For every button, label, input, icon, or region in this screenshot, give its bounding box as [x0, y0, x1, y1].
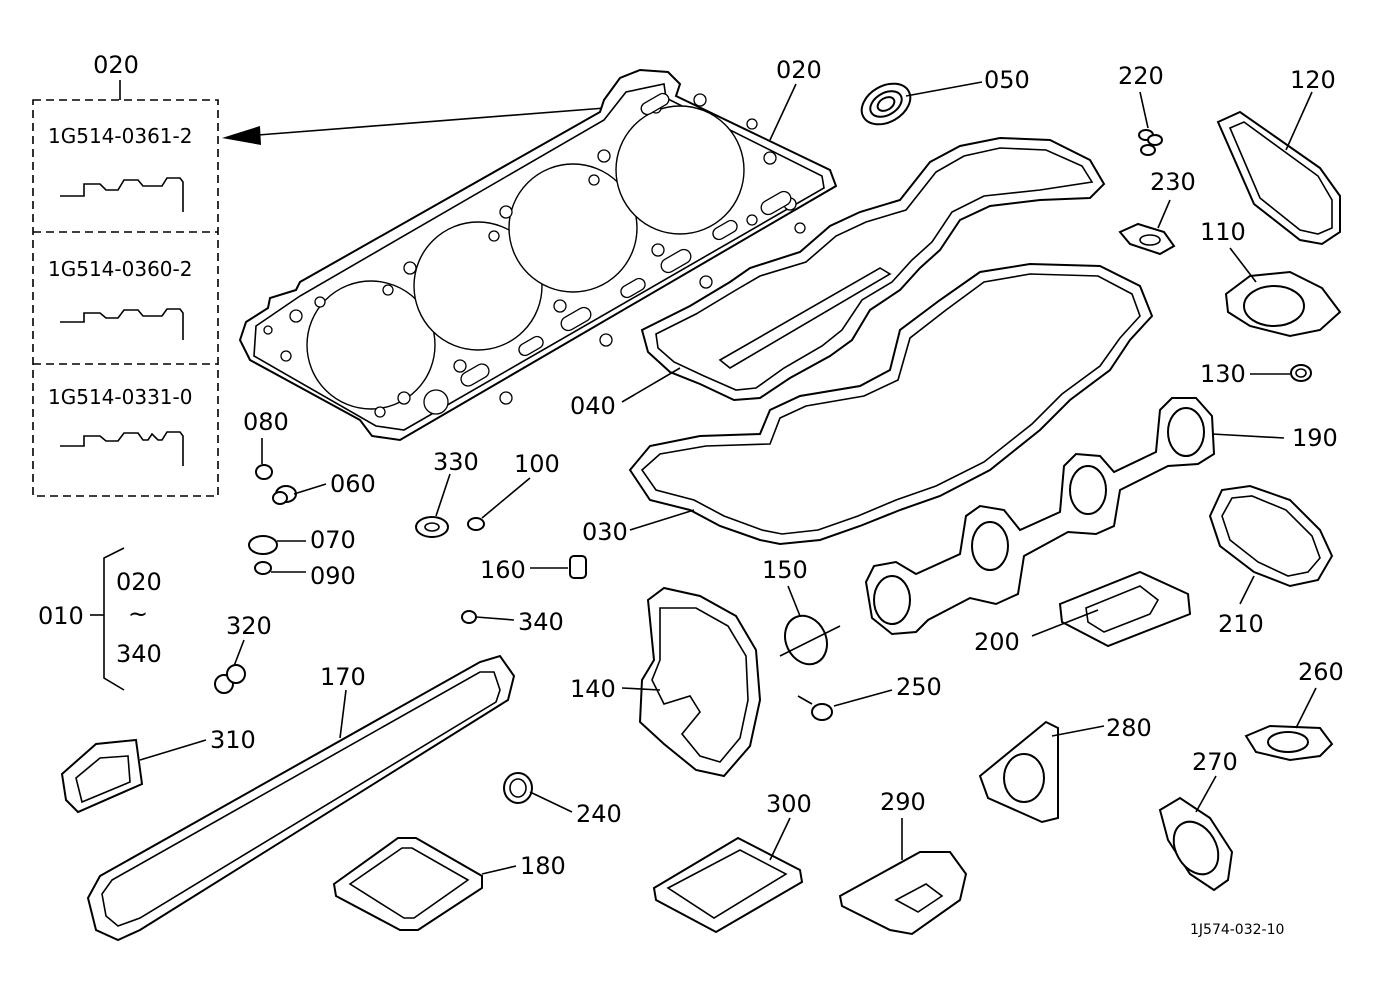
callout-120: 120	[1290, 66, 1336, 94]
callout-020: 020	[776, 56, 822, 84]
variant-code-2: 1G514-0360-2	[48, 257, 192, 281]
kit-label: 010	[38, 602, 84, 630]
callout-140: 140	[570, 675, 616, 703]
callout-280: 280	[1106, 714, 1152, 742]
callout-290: 290	[880, 788, 926, 816]
small-gasket	[1118, 222, 1176, 256]
callout-310: 310	[210, 726, 256, 754]
ring-seal	[1290, 364, 1312, 382]
rectangular-flange-gasket	[1058, 570, 1192, 648]
callout-130: 130	[1200, 360, 1246, 388]
small-washer	[461, 610, 477, 624]
callout-070: 070	[310, 526, 356, 554]
valve-stem-seal	[569, 555, 587, 579]
washer	[254, 561, 272, 575]
callout-080: 080	[243, 408, 289, 436]
exhaust-manifold-gasket	[864, 397, 1216, 636]
callout-160: 160	[480, 556, 526, 584]
rectangular-gasket	[1216, 110, 1341, 246]
washer-set	[1138, 129, 1163, 156]
callout-250: 250	[896, 673, 942, 701]
valve-cover-gasket	[628, 262, 1154, 546]
kit-range: 010 020 ~ 340	[38, 547, 162, 691]
rectangular-cover-gasket	[652, 836, 804, 934]
cover-gasket	[332, 837, 483, 931]
oval-flange-gasket	[1244, 724, 1334, 762]
o-ring	[248, 535, 278, 555]
callout-300: 300	[766, 790, 812, 818]
double-ring	[214, 664, 246, 694]
variants-box: 020 1G514-0361-2 1G514-0360-2 1G514-0331…	[32, 51, 219, 497]
callout-190: 190	[1292, 424, 1338, 452]
callout-180: 180	[520, 852, 566, 880]
small-ring	[811, 703, 833, 721]
callout-200: 200	[974, 628, 1020, 656]
callout-150: 150	[762, 556, 808, 584]
oval-gasket	[1158, 796, 1234, 892]
callout-050: 050	[984, 66, 1030, 94]
triangular-gasket	[978, 720, 1059, 824]
callout-270: 270	[1192, 748, 1238, 776]
large-o-ring	[784, 614, 828, 666]
square-gasket	[60, 738, 144, 814]
callout-030: 030	[582, 518, 628, 546]
gasket-ring	[415, 516, 449, 538]
callout-220: 220	[1118, 62, 1164, 90]
small-o-ring	[255, 464, 273, 480]
variant-arrow	[222, 107, 606, 145]
callout-240: 240	[576, 800, 622, 828]
callout-labels: 020 050 220 230 120 110 130 190 210 200 …	[210, 56, 1344, 880]
callout-260: 260	[1298, 658, 1344, 686]
oil-seal	[860, 82, 912, 126]
kit-range-end: 340	[116, 640, 162, 668]
callout-090: 090	[310, 562, 356, 590]
callout-210: 210	[1218, 610, 1264, 638]
variants-box-header: 020	[93, 51, 139, 79]
oil-seal-small	[503, 772, 533, 804]
callout-110: 110	[1200, 218, 1246, 246]
kit-range-start: 020	[116, 568, 162, 596]
variant-code-3: 1G514-0331-0	[48, 385, 192, 409]
cylinder-head-gasket	[238, 68, 838, 442]
callout-040: 040	[570, 392, 616, 420]
callout-100: 100	[514, 450, 560, 478]
intake-manifold-gasket	[86, 654, 516, 942]
variant-code-1: 1G514-0361-2	[48, 124, 192, 148]
flange-gasket	[1224, 270, 1342, 338]
plate-gasket	[838, 851, 968, 936]
rocker-cover-gasket	[640, 136, 1106, 402]
kit-range-symbol: ~	[128, 600, 148, 628]
callout-230: 230	[1150, 168, 1196, 196]
callout-330: 330	[433, 448, 479, 476]
sealing-washer	[467, 517, 485, 531]
callout-060: 060	[330, 470, 376, 498]
callout-340: 340	[518, 608, 564, 636]
callout-170: 170	[320, 663, 366, 691]
turbo-gasket	[1208, 484, 1334, 588]
coupling-seal	[272, 485, 297, 505]
leader-lines	[139, 81, 1317, 875]
callout-320: 320	[226, 612, 272, 640]
water-pump-gasket	[638, 586, 762, 778]
drawing-id: 1J574-032-10	[1190, 922, 1284, 938]
